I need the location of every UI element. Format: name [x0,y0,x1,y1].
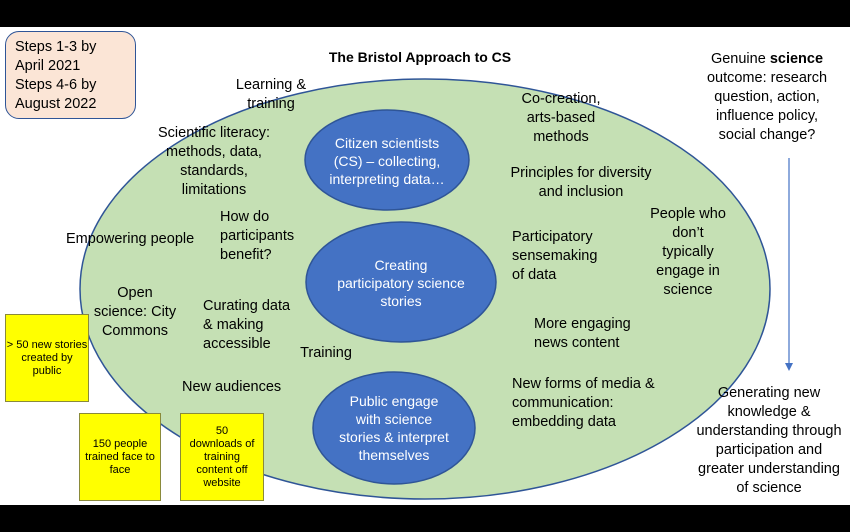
label-curating: Curating data & making accessible [203,298,291,352]
bubble-bottom-shape [312,371,476,485]
label-learning: Learning & training [235,77,307,112]
label-new-forms: New forms of media & communication: embe… [512,376,655,430]
sticky-downloads-text: 50 downloads of training content off web… [189,424,255,489]
sticky-stories: > 50 new stories created by public [5,314,89,402]
bubble-middle-shape [305,221,497,343]
label-co-creation: Co-creation, arts-based methods [521,91,601,145]
timeline-line-1: Steps 1-3 by [15,39,97,55]
sticky-trained: 150 people trained face to face [79,413,161,501]
sticky-downloads: 50 downloads of training content off web… [180,413,264,501]
bubble-top: Citizen scientists (CS) – collecting, in… [322,115,452,207]
label-how-benefit: How do participants benefit? [220,209,295,263]
slide: Steps 1-3 by April 2021 Steps 4-6 by Aug… [0,27,850,505]
bubble-middle: Creating participatory science stories [335,247,467,319]
outcome-bottom: Generating new knowledge & understanding… [696,385,842,496]
outcome-top-prefix: Genuine [710,51,770,67]
bubble-middle-text: Creating participatory science stories [337,257,465,309]
diagram-shapes [79,78,793,500]
bubble-bottom-text: Public engage with science stories & int… [339,393,449,463]
label-training: Training [300,345,352,361]
bubble-top-shape [304,109,470,211]
diagram-title: The Bristol Approach to CS [328,49,512,65]
outcome-top-rest: outcome: research question, action, infl… [706,70,828,143]
label-sensemaking: Participatory sensemaking of data [512,229,598,283]
timeline-line-2: April 2021 [15,58,81,74]
bubble-bottom: Public engage with science stories & int… [336,382,452,474]
outcome-top-bold: science [769,51,824,67]
outcome-arrow-head [785,363,793,371]
timeline-line-3: Steps 4-6 by [15,77,97,93]
label-scientific-literacy: Scientific literacy: methods, data, stan… [157,125,270,198]
label-new-audiences: New audiences [182,379,282,395]
label-engaging-news: More engaging news content [534,316,631,351]
label-principles: Principles for diversity and inclusion [510,165,652,200]
bubble-top-text: Citizen scientists (CS) – collecting, in… [329,135,445,187]
label-people-who: People who don’t typically engage in sci… [650,206,726,298]
timeline-line-4: August 2022 [15,96,97,112]
outcome-top: Genuine science outcome: research questi… [701,50,833,145]
label-open-science: Open science: City Commons [93,285,177,339]
timeline-box: Steps 1-3 by April 2021 Steps 4-6 by Aug… [5,31,136,119]
label-empowering: Empowering people [66,231,195,247]
sticky-stories-text: > 50 new stories created by public [6,338,88,377]
sticky-trained-text: 150 people trained face to face [85,437,155,476]
